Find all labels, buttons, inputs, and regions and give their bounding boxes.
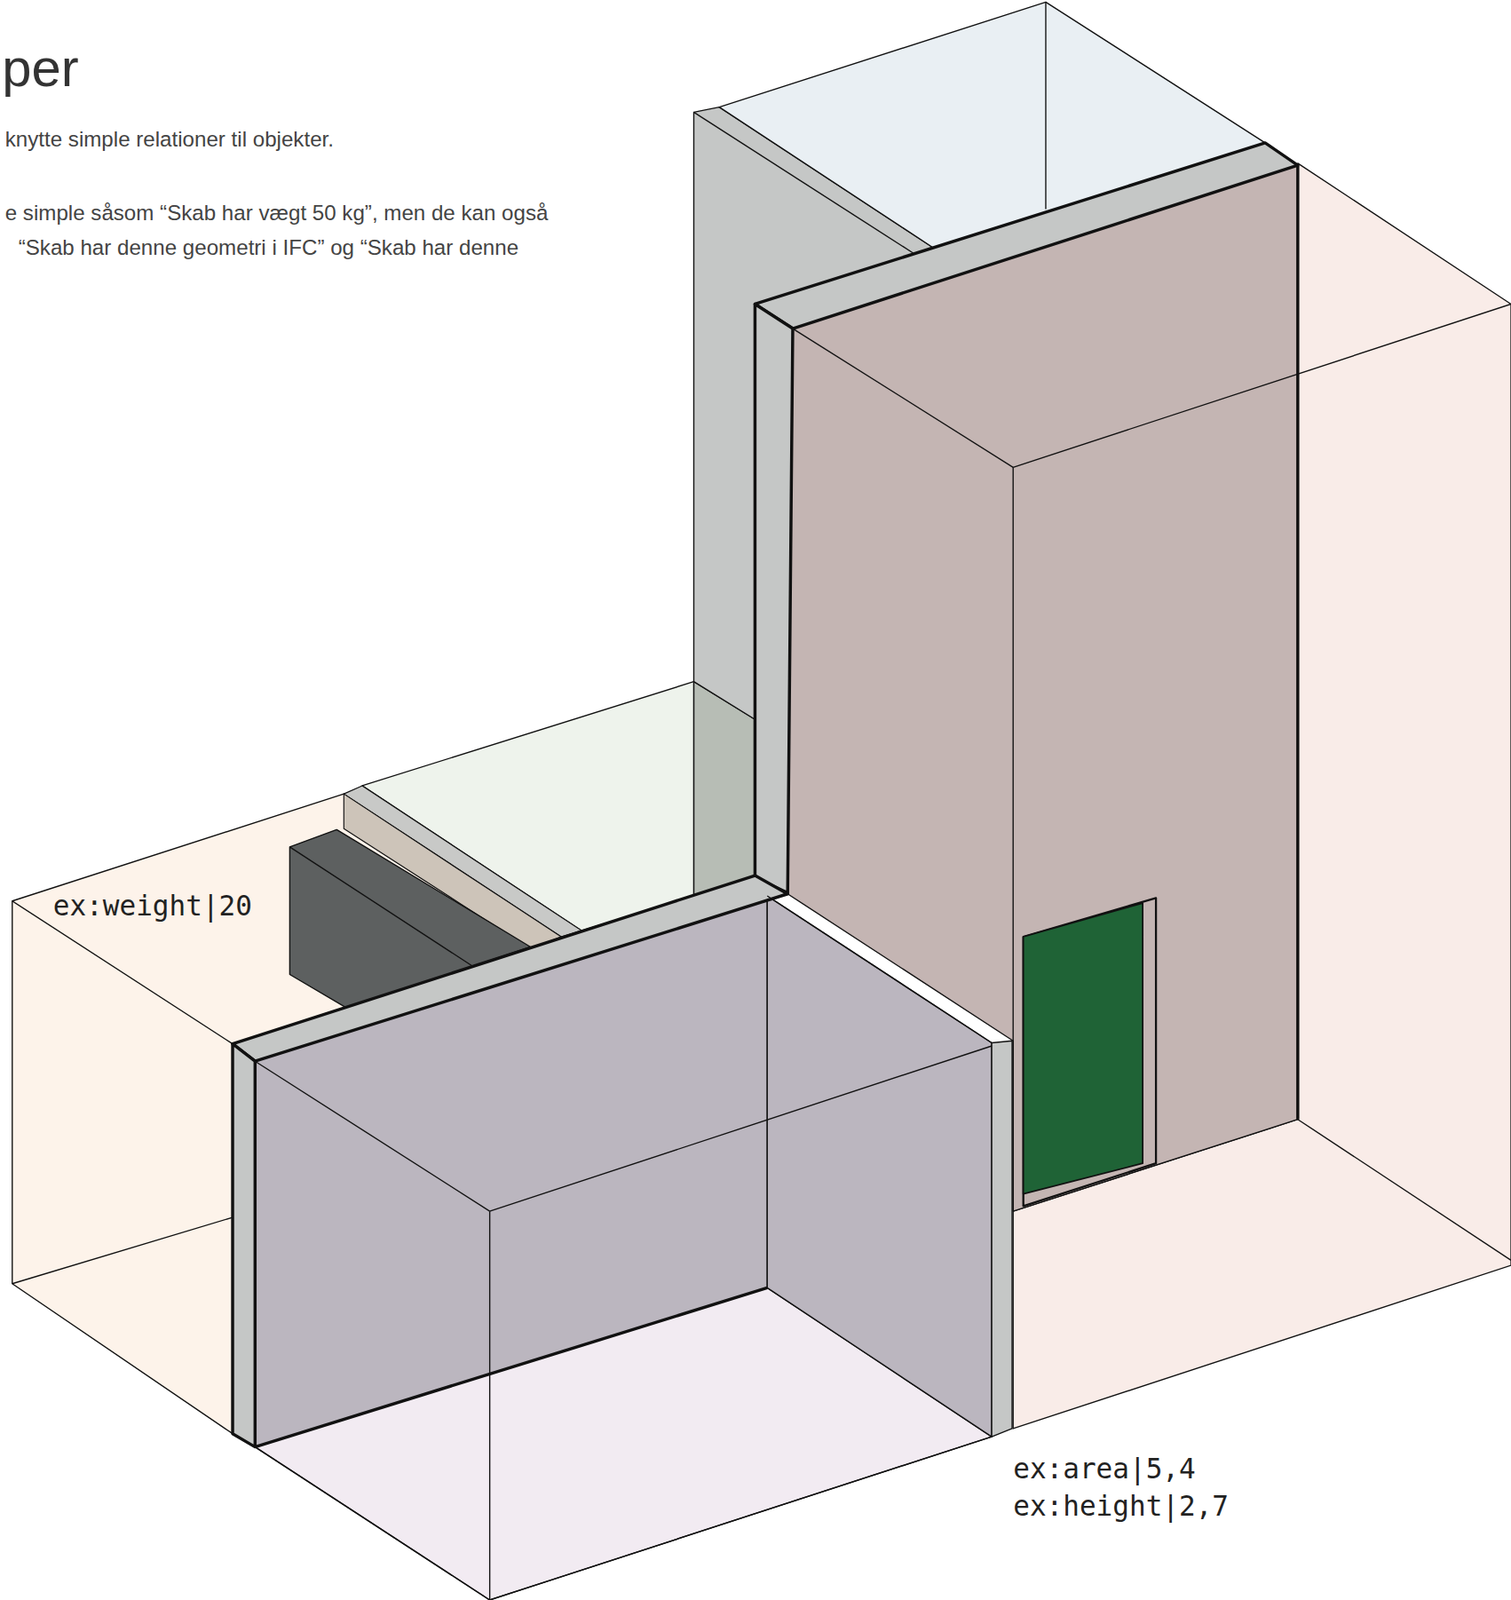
property-label: ex:height|2,7 <box>1012 1489 1229 1523</box>
body-text: “Skab har denne geometri i IFC” og “Skab… <box>18 234 519 261</box>
body-text: knytte simple relationer til objekter. <box>5 126 334 153</box>
wall <box>754 142 1298 329</box>
page-title: per <box>1 40 79 95</box>
wall <box>991 1040 1013 1437</box>
property-label: ex:area|5,4 <box>1012 1453 1195 1487</box>
rooms <box>12 1 1511 1600</box>
property-label: ex:weight|20 <box>53 889 253 923</box>
body-text: e simple såsom “Skab har vægt 50 kg”, me… <box>5 199 549 226</box>
door <box>1023 902 1143 1195</box>
wall <box>232 875 788 1061</box>
wall <box>232 1044 255 1448</box>
door-frame <box>1023 897 1156 1206</box>
wall <box>754 303 793 893</box>
wall-face <box>767 895 992 1437</box>
